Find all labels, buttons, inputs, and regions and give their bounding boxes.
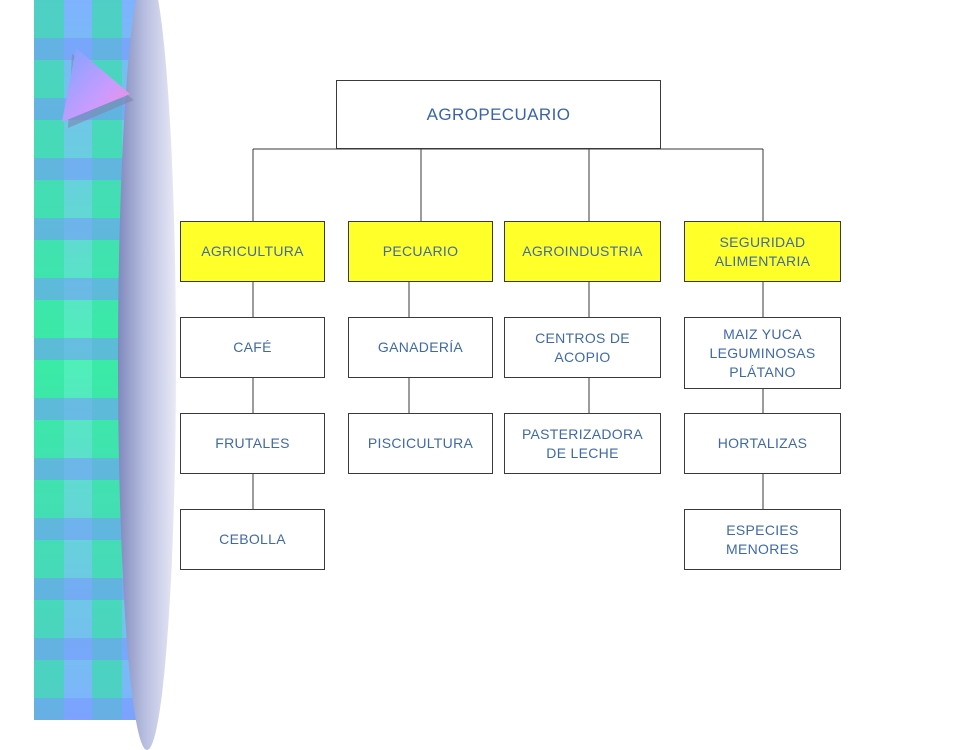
category-seguridad-alimentaria: SEGURIDAD ALIMENTARIA: [684, 221, 841, 282]
item-frutales: FRUTALES: [180, 413, 325, 474]
item-cafe: CAFÉ: [180, 317, 325, 378]
item-label: HORTALIZAS: [717, 435, 808, 451]
item-label: PISCICULTURA: [367, 435, 474, 451]
category-label: SEGURIDAD ALIMENTARIA: [714, 233, 811, 269]
item-label: ESPECIES MENORES: [726, 521, 799, 557]
category-label: AGRICULTURA: [201, 243, 304, 259]
item-especies-menores: ESPECIES MENORES: [684, 509, 841, 570]
item-piscicultura: PISCICULTURA: [348, 413, 493, 474]
root-label: AGROPECUARIO: [426, 105, 571, 124]
item-ganaderia: GANADERÍA: [348, 317, 493, 378]
item-label: CAFÉ: [233, 339, 272, 355]
item-label: CEBOLLA: [219, 531, 286, 547]
item-pasterizadora-de-leche: PASTERIZADORA DE LECHE: [504, 413, 661, 474]
item-maiz-yuca-leguminosas-platano: MAIZ YUCA LEGUMINOSAS PLÁTANO: [684, 317, 841, 389]
category-agroindustria: AGROINDUSTRIA: [504, 221, 661, 282]
root-node-agropecuario: AGROPECUARIO: [336, 80, 661, 149]
category-agricultura: AGRICULTURA: [180, 221, 325, 282]
item-centros-de-acopio: CENTROS DE ACOPIO: [504, 317, 661, 378]
item-hortalizas: HORTALIZAS: [684, 413, 841, 474]
item-label: GANADERÍA: [377, 339, 464, 355]
category-label: PECUARIO: [382, 243, 459, 259]
item-label: PASTERIZADORA DE LECHE: [521, 425, 644, 461]
item-label: MAIZ YUCA LEGUMINOSAS PLÁTANO: [709, 325, 816, 380]
category-pecuario: PECUARIO: [348, 221, 493, 282]
item-label: CENTROS DE ACOPIO: [535, 329, 630, 365]
category-label: AGROINDUSTRIA: [522, 243, 643, 259]
item-label: FRUTALES: [215, 435, 290, 451]
item-cebolla: CEBOLLA: [180, 509, 325, 570]
arrow-triangle-icon: [62, 48, 134, 128]
decorative-side-arc: [118, 0, 176, 750]
